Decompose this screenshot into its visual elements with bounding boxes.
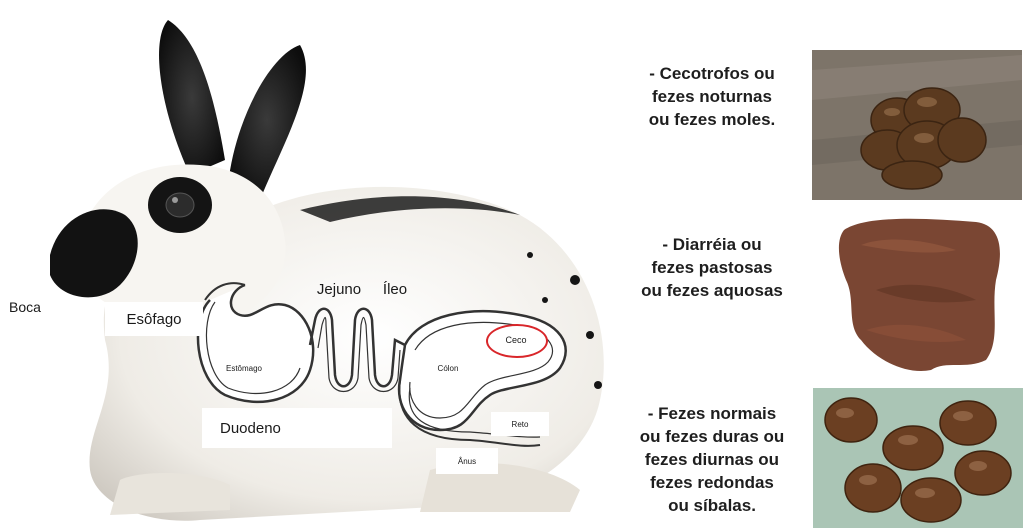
label-stomach: Estômago [218, 360, 270, 376]
diarrhea-photo [836, 210, 1006, 375]
caption-cecotrophs: - Cecotrofos ou fezes noturnas ou fezes … [612, 62, 812, 131]
cecotrophs-photo [812, 50, 1022, 200]
label-duodenum: Duodeno [202, 408, 392, 448]
rabbit-front-paw [110, 473, 230, 515]
rabbit-ear-left [159, 20, 225, 175]
label-cecum: Ceco [490, 330, 542, 350]
label-ileum: Íleo [372, 276, 418, 302]
label-rectum: Reto [491, 412, 549, 436]
label-anus: Ânus [436, 448, 498, 474]
caption-normal-feces: - Fezes normais ou fezes duras ou fezes … [612, 402, 812, 517]
label-mouth: Boca [2, 296, 48, 318]
caption-diarrhea: - Diarréia ou fezes pastosas ou fezes aq… [612, 233, 812, 302]
label-jejunum: Jejuno [305, 276, 373, 302]
normal-feces-photo [813, 388, 1023, 528]
rabbit-ear-right [228, 45, 306, 195]
label-colon: Cólon [426, 360, 470, 376]
rabbit-eye [166, 193, 194, 217]
label-esophagus: Esôfago [105, 302, 203, 336]
